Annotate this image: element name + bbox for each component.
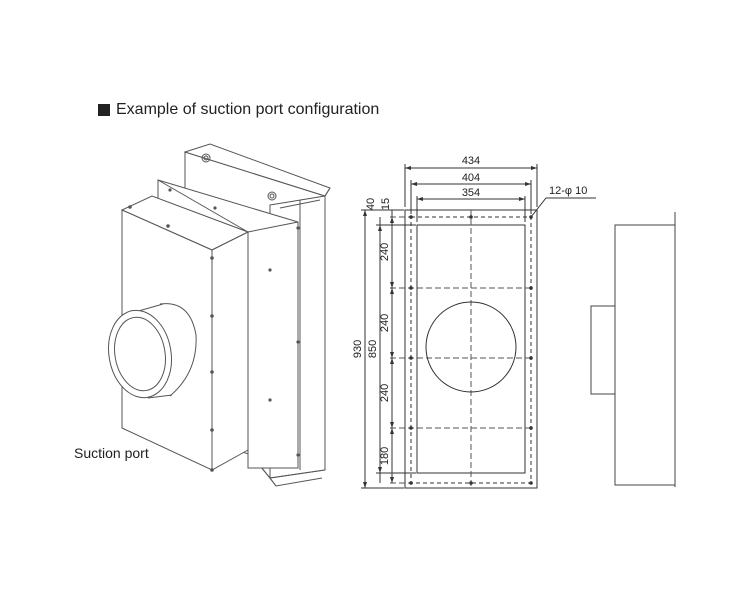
heading-text: Example of suction port configuration bbox=[116, 101, 380, 118]
side-view bbox=[590, 212, 676, 487]
heading-square-marker-icon bbox=[98, 104, 110, 116]
dim-offset-15: 15 bbox=[380, 198, 392, 210]
dim-width-434: 434 bbox=[462, 155, 480, 167]
dim-height-930: 930 bbox=[352, 340, 364, 358]
isometric-view bbox=[108, 143, 331, 487]
dim-pitch-240-b: 240 bbox=[379, 314, 391, 332]
dimension-labels: 434 404 354 12-φ 10 40 15 240 240 240 18… bbox=[352, 155, 587, 465]
dim-pitch-240-a: 240 bbox=[379, 243, 391, 261]
dim-width-354: 354 bbox=[462, 187, 480, 199]
width-dimension-lines bbox=[404, 164, 538, 222]
round-suction-duct bbox=[108, 303, 197, 399]
suction-port-label: Suction port bbox=[74, 445, 149, 461]
dim-offset-40: 40 bbox=[365, 198, 377, 210]
dim-hole-note: 12-φ 10 bbox=[549, 185, 587, 197]
dim-pitch-240-c: 240 bbox=[379, 384, 391, 402]
dim-pitch-180: 180 bbox=[379, 447, 391, 465]
bolt-holes bbox=[409, 215, 533, 485]
dim-width-404: 404 bbox=[462, 172, 480, 184]
section-heading: Example of suction port configuration bbox=[98, 101, 379, 119]
dim-height-850: 850 bbox=[367, 340, 379, 358]
front-view bbox=[361, 164, 596, 489]
height-dimension-lines bbox=[361, 209, 416, 489]
duct-circle bbox=[425, 301, 517, 393]
hole-note-leader bbox=[530, 197, 596, 218]
